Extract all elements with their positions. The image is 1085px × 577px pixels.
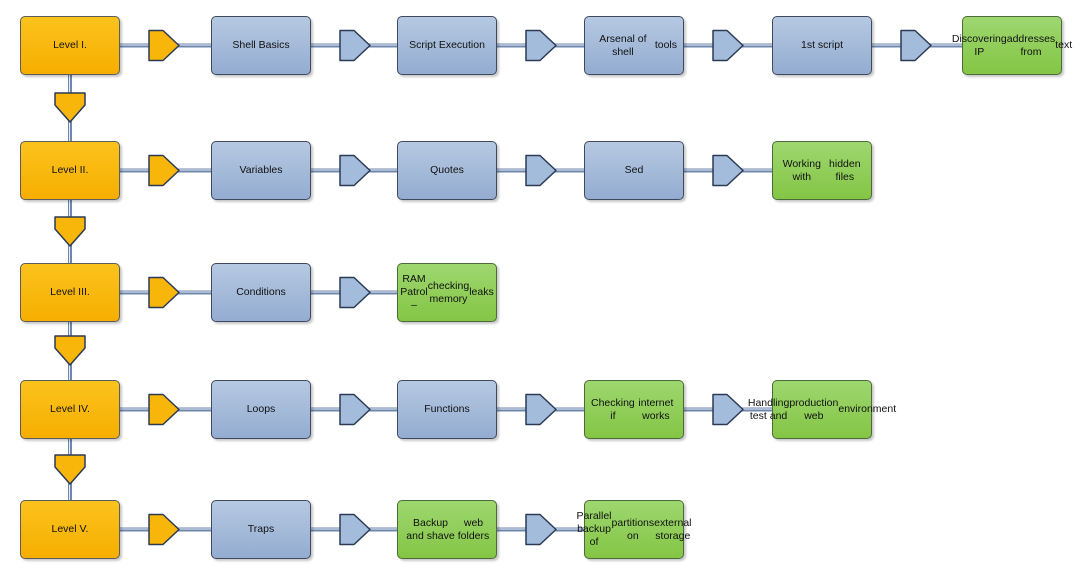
level-node[interactable]: Level V. — [20, 500, 120, 559]
down-arrow-icon — [54, 335, 86, 366]
project-node-label-line: checking memory — [427, 279, 470, 305]
topic-node[interactable]: Traps — [211, 500, 311, 559]
project-node-label-line: Discovering IP — [951, 32, 1007, 58]
project-node-label-line: text — [1055, 39, 1073, 51]
topic-node-label-line: Functions — [424, 403, 470, 415]
project-node-label-line: Backup and shave — [406, 516, 455, 542]
level-arrow-icon — [148, 393, 180, 426]
level-node[interactable]: Level II. — [20, 141, 120, 200]
project-node-label-line: partitions on — [611, 516, 655, 542]
step-arrow-icon — [712, 29, 744, 62]
step-arrow-icon — [339, 513, 371, 546]
topic-node[interactable]: Sed — [584, 141, 684, 200]
level-node[interactable]: Level III. — [20, 263, 120, 322]
topic-node-label-line: 1st script — [800, 39, 843, 51]
step-arrow-icon — [712, 154, 744, 187]
topic-node[interactable]: Quotes — [397, 141, 497, 200]
level-node-label-line: Level I. — [53, 39, 87, 51]
project-node-label-line: leaks — [469, 286, 494, 298]
topic-node-label-line: Loops — [246, 403, 276, 415]
project-node-label-line: external storage — [654, 516, 692, 542]
project-node-label-line: Checking if — [591, 396, 635, 422]
project-node[interactable]: Working with hidden files — [772, 141, 872, 200]
project-node-label-line: RAM Patrol – — [400, 273, 428, 311]
step-arrow-icon — [339, 29, 371, 62]
topic-node-label-line: Script Execution — [409, 39, 485, 51]
topic-node-label-line: Shell Basics — [232, 39, 290, 51]
step-arrow-icon — [712, 393, 744, 426]
project-node-label-line: web folders — [457, 516, 490, 542]
project-node-label-line: Working with — [782, 157, 821, 183]
project-node-label-line: internet works — [638, 396, 674, 422]
project-node-label-line: Handling test and — [747, 396, 790, 422]
level-arrow-icon — [148, 276, 180, 309]
level-node-label-line: Level IV. — [50, 403, 90, 415]
topic-node[interactable]: Conditions — [211, 263, 311, 322]
topic-node[interactable]: Functions — [397, 380, 497, 439]
step-arrow-icon — [525, 29, 557, 62]
level-arrow-icon — [148, 513, 180, 546]
down-arrow-icon — [54, 92, 86, 123]
topic-node-label-line: tools — [654, 39, 677, 51]
topic-node-label-line: Quotes — [430, 164, 464, 176]
project-node-label-line: addresses from — [1006, 32, 1056, 58]
step-arrow-icon — [339, 154, 371, 187]
project-node-label-line: production web — [789, 396, 839, 422]
topic-node[interactable]: Variables — [211, 141, 311, 200]
level-arrow-icon — [148, 29, 180, 62]
topic-node[interactable]: Arsenal of shell tools — [584, 16, 684, 75]
project-node-label-line: environment — [838, 403, 897, 415]
topic-node-label-line: Variables — [239, 164, 283, 176]
level-arrow-icon — [148, 154, 180, 187]
level-node[interactable]: Level I. — [20, 16, 120, 75]
step-arrow-icon — [339, 393, 371, 426]
topic-node[interactable]: Loops — [211, 380, 311, 439]
topic-node-label-line: Conditions — [236, 286, 286, 298]
step-arrow-icon — [900, 29, 932, 62]
project-node-label-line: hidden files — [829, 157, 861, 183]
topic-node-label-line: Traps — [247, 523, 275, 535]
step-arrow-icon — [339, 276, 371, 309]
step-arrow-icon — [525, 154, 557, 187]
topic-node-label-line: Sed — [624, 164, 644, 176]
down-arrow-icon — [54, 216, 86, 247]
topic-node[interactable]: 1st script — [772, 16, 872, 75]
level-node-label-line: Level V. — [51, 523, 89, 535]
level-node[interactable]: Level IV. — [20, 380, 120, 439]
down-arrow-icon — [54, 454, 86, 485]
level-node-label-line: Level II. — [51, 164, 89, 176]
topic-node[interactable]: Shell Basics — [211, 16, 311, 75]
topic-node[interactable]: Script Execution — [397, 16, 497, 75]
step-arrow-icon — [525, 393, 557, 426]
level-node-label-line: Level III. — [50, 286, 90, 298]
project-node-label-line: Parallel backup of — [576, 510, 612, 548]
topic-node-label-line: Arsenal of shell — [599, 32, 647, 58]
step-arrow-icon — [525, 513, 557, 546]
